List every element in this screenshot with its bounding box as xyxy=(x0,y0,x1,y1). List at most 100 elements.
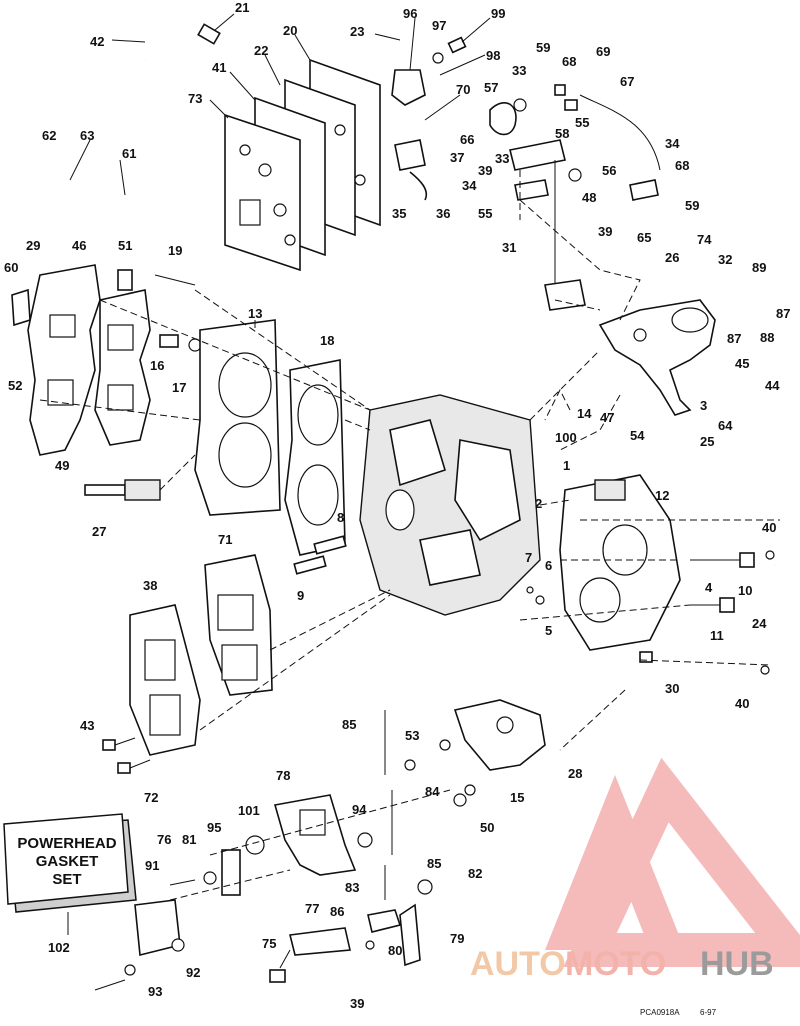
hose-42 xyxy=(142,12,221,61)
callout-29: 29 xyxy=(26,238,40,253)
callout-85: 85 xyxy=(342,717,356,732)
callout-37: 37 xyxy=(450,150,464,165)
callout-36: 36 xyxy=(436,206,450,221)
callout-75: 75 xyxy=(262,936,276,951)
callout-40b: 40 xyxy=(735,696,749,711)
callout-55: 55 xyxy=(575,115,589,130)
callout-96: 96 xyxy=(403,6,417,21)
callout-14: 14 xyxy=(577,406,592,421)
callout-68b: 68 xyxy=(675,158,689,173)
callout-2: 2 xyxy=(535,496,542,511)
callout-87: 87 xyxy=(776,306,790,321)
callout-7: 7 xyxy=(525,550,532,565)
callout-88: 88 xyxy=(760,330,774,345)
callout-72: 72 xyxy=(144,790,158,805)
callout-51: 51 xyxy=(118,238,132,253)
callout-100: 100 xyxy=(555,430,577,445)
gasket-box-line1: POWERHEAD xyxy=(17,835,116,852)
callout-labels: 1 2 3 4 5 6 7 8 9 10 11 12 13 14 15 16 1… xyxy=(4,0,790,1011)
callout-16: 16 xyxy=(150,358,164,373)
callout-43: 43 xyxy=(80,718,94,733)
gasket-box-line2: GASKET xyxy=(36,853,99,870)
callout-31: 31 xyxy=(502,240,516,255)
callout-91: 91 xyxy=(145,858,159,873)
callout-59b: 59 xyxy=(685,198,699,213)
callout-32: 32 xyxy=(718,252,732,267)
lower-linkage xyxy=(384,699,546,855)
callout-78: 78 xyxy=(276,768,290,783)
callout-56: 56 xyxy=(602,163,616,178)
callout-70: 70 xyxy=(456,82,470,97)
right-bolts xyxy=(526,552,755,663)
left-gasket-stack xyxy=(11,264,202,456)
callout-17: 17 xyxy=(172,380,186,395)
watermark-moto: MOTO xyxy=(565,945,666,983)
watermark-text: AUTO MOTO HUB xyxy=(470,945,774,983)
callout-44: 44 xyxy=(765,378,780,393)
callout-52: 52 xyxy=(8,378,22,393)
callout-15: 15 xyxy=(510,790,524,805)
callout-89: 89 xyxy=(752,260,766,275)
cover-gasket-stack xyxy=(224,58,381,272)
callout-97: 97 xyxy=(432,18,446,33)
callout-45: 45 xyxy=(735,356,749,371)
callout-81: 81 xyxy=(182,832,196,847)
callout-1: 1 xyxy=(563,458,570,473)
callout-60: 60 xyxy=(4,260,18,275)
spark-plug-27 xyxy=(84,479,161,501)
callout-67: 67 xyxy=(620,74,634,89)
callout-34b: 34 xyxy=(462,178,477,193)
callout-12: 12 xyxy=(655,488,669,503)
callout-71: 71 xyxy=(218,532,232,547)
callout-39: 39 xyxy=(478,163,492,178)
callout-26: 26 xyxy=(665,250,679,265)
callout-94: 94 xyxy=(352,802,367,817)
callout-10: 10 xyxy=(738,583,752,598)
hose-24 xyxy=(760,550,800,682)
callout-22: 22 xyxy=(254,43,268,58)
callout-13: 13 xyxy=(248,306,262,321)
callout-68: 68 xyxy=(562,54,576,69)
callout-65: 65 xyxy=(637,230,651,245)
callout-83: 83 xyxy=(345,880,359,895)
callout-98: 98 xyxy=(486,48,500,63)
callout-28: 28 xyxy=(568,766,582,781)
callout-48: 48 xyxy=(582,190,596,205)
callout-59: 59 xyxy=(536,40,550,55)
callout-53: 53 xyxy=(405,728,419,743)
head-gasket-18 xyxy=(284,359,346,556)
callout-46: 46 xyxy=(72,238,86,253)
cylinder-block xyxy=(359,394,541,616)
callout-20: 20 xyxy=(283,23,297,38)
callout-39b: 39 xyxy=(598,224,612,239)
bracket-45 xyxy=(598,299,716,416)
callout-11: 11 xyxy=(710,628,724,643)
callout-54: 54 xyxy=(630,428,645,443)
callout-84: 84 xyxy=(425,784,440,799)
bolts-43-72 xyxy=(102,737,151,774)
callout-66: 66 xyxy=(460,132,474,147)
callout-47: 47 xyxy=(600,410,614,425)
leader-lines xyxy=(69,13,491,328)
dowel-pins xyxy=(293,535,347,575)
callout-8: 8 xyxy=(337,510,344,525)
callout-69: 69 xyxy=(596,44,610,59)
callout-93: 93 xyxy=(148,984,162,999)
callout-79: 79 xyxy=(450,931,464,946)
callout-64: 64 xyxy=(718,418,733,433)
cylinder-head-13 xyxy=(194,319,281,516)
callout-101: 101 xyxy=(238,803,260,818)
callout-57: 57 xyxy=(484,80,498,95)
automotohub-logo xyxy=(545,757,800,967)
callout-30: 30 xyxy=(665,681,679,696)
callout-25: 25 xyxy=(700,434,714,449)
callout-33: 33 xyxy=(512,63,526,78)
throttle-linkage-upper xyxy=(391,36,661,311)
callout-5: 5 xyxy=(545,623,552,638)
callout-35: 35 xyxy=(392,206,406,221)
callout-23: 23 xyxy=(350,24,364,39)
callout-40: 40 xyxy=(762,520,776,535)
callout-4: 4 xyxy=(705,580,713,595)
callout-50: 50 xyxy=(480,820,494,835)
callout-55b: 55 xyxy=(478,206,492,221)
